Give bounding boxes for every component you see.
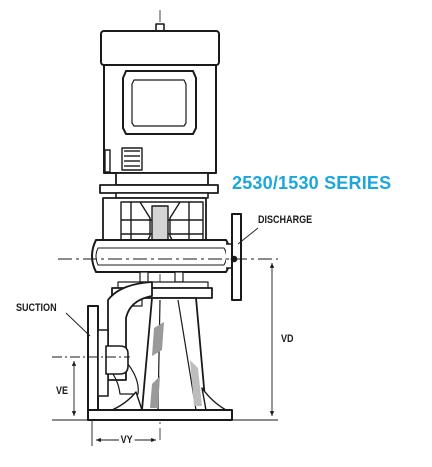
discharge-label: DISCHARGE: [258, 214, 313, 226]
ve-label: VE: [56, 385, 69, 397]
motor-vents: [104, 147, 143, 173]
pump-volute: [91, 239, 232, 273]
discharge-leader: [237, 227, 259, 245]
base-plate: [87, 409, 233, 421]
suction-leader: [65, 312, 91, 337]
suction-opening: [105, 345, 129, 375]
column-shading: [152, 322, 164, 356]
vd-label: VD: [281, 333, 294, 345]
suction-flange: [87, 305, 99, 421]
series-title: 2530/1530 SERIES: [232, 173, 392, 193]
suction-label: SUCTION: [16, 302, 57, 314]
motor-flange: [99, 184, 219, 194]
motor-top-cap: [100, 30, 220, 66]
vy-label: VY: [119, 434, 135, 446]
motor-base-ring: [115, 172, 209, 186]
